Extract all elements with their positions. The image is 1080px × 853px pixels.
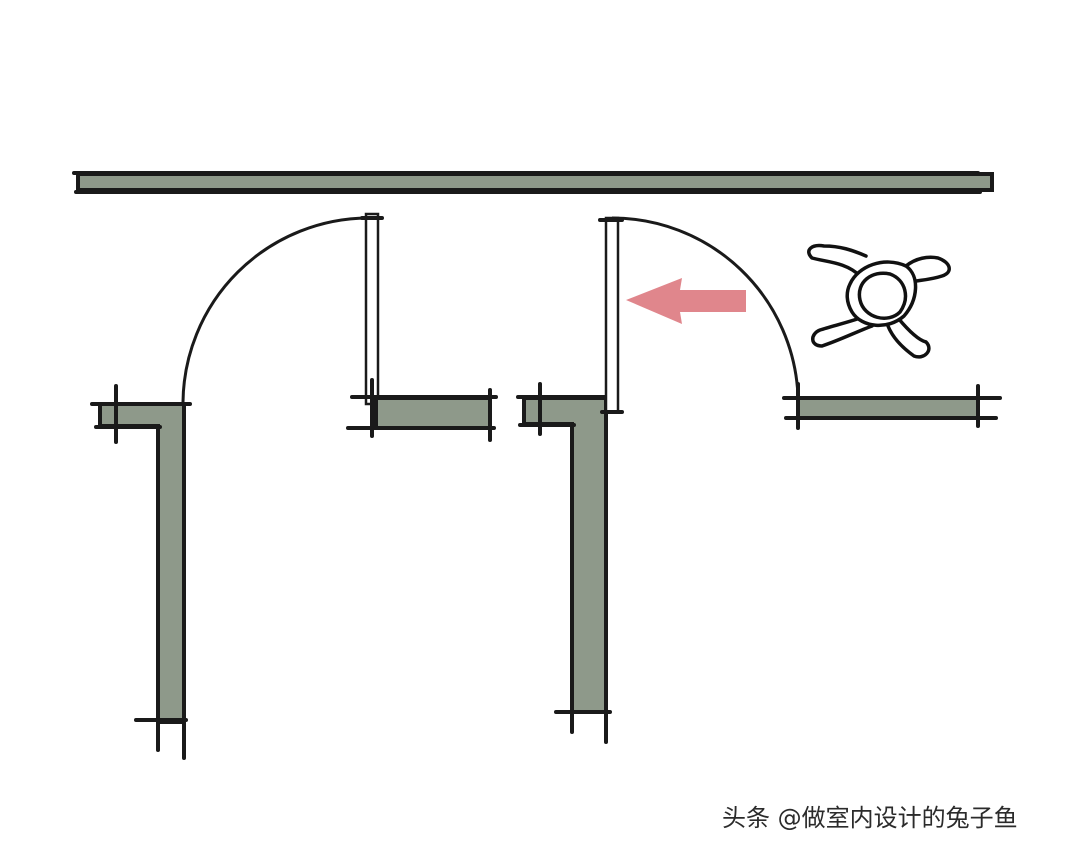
left-door-assembly bbox=[90, 212, 498, 760]
left-door-right-wall bbox=[374, 396, 492, 430]
right-door-assembly bbox=[516, 216, 1002, 744]
watermark-text: 头条 @做室内设计的兔子鱼 bbox=[722, 804, 1018, 832]
arrow-left-icon bbox=[626, 278, 746, 324]
left-l-wall bbox=[98, 402, 186, 724]
top-wall bbox=[72, 171, 994, 194]
right-door-swing-arc bbox=[611, 216, 800, 397]
right-door-right-wall bbox=[796, 396, 980, 420]
left-door-swing-arc bbox=[181, 216, 369, 403]
right-door-leaf bbox=[604, 216, 620, 414]
left-door-leaf bbox=[364, 212, 380, 406]
right-l-wall bbox=[522, 396, 608, 714]
person-top-view-icon bbox=[807, 243, 951, 359]
